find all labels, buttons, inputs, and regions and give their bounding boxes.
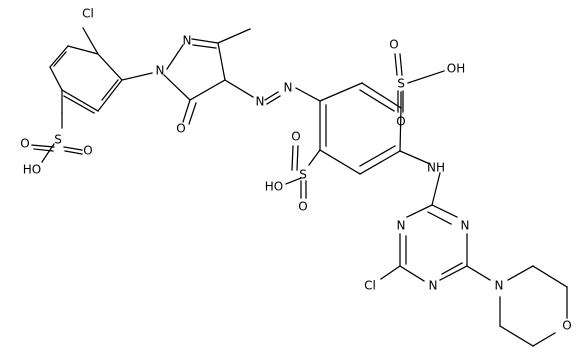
atom-label-s-middle: S <box>299 168 307 182</box>
bond <box>499 325 534 347</box>
bond <box>97 53 123 81</box>
atom-label-n-azo-1: N <box>256 95 265 109</box>
bond <box>380 265 401 280</box>
bond <box>406 204 433 218</box>
bond <box>97 79 123 112</box>
atom-label-o-left-a: O <box>20 137 29 151</box>
bond <box>63 95 95 114</box>
atom-label-n-morpholine: N <box>495 279 504 293</box>
bond <box>439 265 468 281</box>
bond-lines <box>31 27 568 347</box>
bond <box>359 150 401 175</box>
atom-label-oh-middle: HO <box>265 180 283 194</box>
bond <box>399 107 402 152</box>
atom-label-o-left-b: O <box>83 144 92 158</box>
bond <box>507 265 534 281</box>
bond <box>217 42 226 81</box>
atom-label-s-left: S <box>54 133 62 147</box>
bond <box>361 82 402 109</box>
bond <box>31 144 55 148</box>
bond <box>407 70 445 84</box>
bond <box>64 150 83 155</box>
bond <box>192 44 217 49</box>
bond <box>53 51 67 67</box>
atom-label-n-triazine-2: N <box>461 219 470 233</box>
bond <box>285 177 302 185</box>
bond <box>82 27 99 55</box>
atom-label-cl-top: Cl <box>82 7 94 21</box>
atom-label-n-pyrazole-2: N <box>183 34 192 48</box>
atom-label-n-azo-2: N <box>284 81 293 95</box>
atom-label-o-morpholine: O <box>562 319 571 333</box>
bond <box>224 79 254 98</box>
atom-label-nh: NH <box>427 161 445 175</box>
bond <box>431 204 458 218</box>
bond <box>359 145 396 167</box>
bond <box>399 265 425 282</box>
bond <box>319 149 361 175</box>
bond <box>532 265 568 288</box>
atom-label-n-triazine-1: N <box>397 219 406 233</box>
bond <box>308 149 321 166</box>
bond <box>394 53 398 76</box>
atom-label-n-triazine-3: N <box>429 279 438 293</box>
atom-label-oh-left: HO <box>23 163 41 177</box>
bond <box>121 72 153 81</box>
bond <box>49 45 69 68</box>
bond <box>182 99 191 123</box>
atom-label-o-middle-b: O <box>298 200 307 214</box>
atom-label-o-pyrazole: O <box>176 122 185 136</box>
bond <box>466 265 491 281</box>
atom-label-n-pyrazole-1: N <box>156 64 165 78</box>
bond <box>532 332 556 347</box>
bond <box>217 28 251 44</box>
bond <box>166 44 184 70</box>
bond <box>266 95 281 105</box>
bond <box>359 89 395 112</box>
bond <box>33 148 54 152</box>
atom-label-cl-bottom: Cl <box>364 279 376 293</box>
atom-label-o-middle-a: O <box>291 130 300 144</box>
bond <box>189 79 226 101</box>
bond <box>67 45 99 55</box>
bond <box>191 38 219 44</box>
bond <box>163 74 191 101</box>
bond <box>399 53 403 76</box>
bond <box>61 89 99 112</box>
bond <box>295 87 321 102</box>
bond <box>291 145 294 171</box>
bond <box>63 146 83 151</box>
atom-label-oh-right: OH <box>447 62 465 76</box>
bond <box>399 150 431 165</box>
bond <box>101 79 119 101</box>
bond <box>49 66 63 91</box>
bond <box>431 172 441 206</box>
bond <box>427 211 452 225</box>
atom-label-o-right-a: O <box>389 38 398 52</box>
atom-label-s-right: S <box>397 77 405 91</box>
atom-labels: Cl N N O N N S O O HO S O O HO S O O OH … <box>20 7 571 333</box>
atom-label-o-right-b: O <box>396 115 405 129</box>
bond <box>296 145 299 171</box>
bond <box>188 102 197 125</box>
bond <box>441 262 463 275</box>
bond <box>319 82 363 102</box>
bond <box>264 91 279 101</box>
